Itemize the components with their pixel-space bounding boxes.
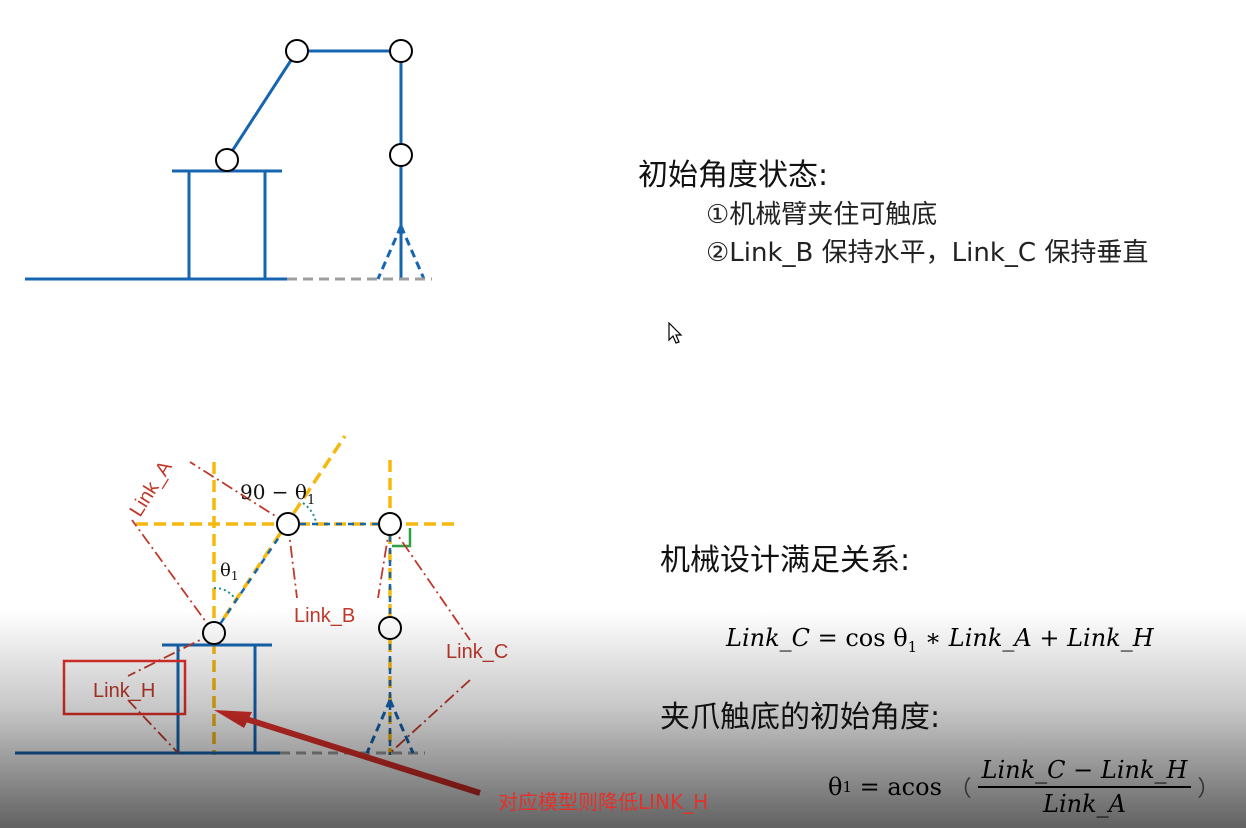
- formula-2-eq: = acos: [852, 773, 950, 801]
- dim-link-c-1: [389, 523, 471, 641]
- formula-1-cos: cos θ: [845, 624, 908, 652]
- formula-1-lhs: Link_C: [726, 624, 810, 652]
- formula-2-open: （: [949, 777, 972, 802]
- formula-2-fraction: Link_C − Link_H Link_A: [977, 756, 1192, 818]
- label-link-a: Link_A: [126, 457, 177, 521]
- label-angle-90: 90 − θ1: [240, 480, 315, 508]
- label-link-h: Link_H: [93, 680, 155, 702]
- gripper-left: [376, 225, 403, 280]
- mouse-cursor-icon: [668, 322, 683, 344]
- angle-arc-theta: [213, 587, 237, 601]
- joint2-elbow: [378, 512, 402, 536]
- link-a: [225, 50, 299, 160]
- formula-2-numerator: Link_C − Link_H: [977, 756, 1192, 788]
- dim-link-h-2: [127, 699, 179, 754]
- heading-design-relation: 机械设计满足关系:: [660, 543, 911, 578]
- dim-link-a-1: [131, 519, 215, 634]
- label-theta: θ1: [220, 560, 238, 583]
- arrow-shaft: [245, 716, 481, 796]
- joint-shoulder: [285, 39, 309, 63]
- joint-base: [215, 148, 239, 172]
- formula-1-sub: 1: [907, 637, 918, 656]
- dim-link-h-1: [127, 632, 215, 677]
- joint2-wrist: [378, 616, 402, 640]
- joint-wrist: [389, 143, 413, 167]
- gripper-right: [399, 225, 426, 280]
- formula-1-eq: =: [809, 624, 846, 652]
- formula-1-rest: ∗ Link_A + Link_H: [917, 624, 1154, 652]
- link-a-blue: [212, 523, 290, 634]
- joint2-shoulder: [276, 512, 300, 536]
- condition-2: ②Link_B 保持水平，Link_C 保持垂直: [706, 238, 1149, 268]
- joint2-base: [202, 621, 226, 645]
- heading-initial-angle: 夹爪触底的初始角度:: [660, 700, 941, 735]
- initial-pose-diagram: [25, 39, 432, 281]
- formula-2-theta: θ: [828, 773, 843, 801]
- right-angle-marker: [392, 528, 412, 548]
- formula-2-close: ）: [1197, 777, 1220, 802]
- formula-2-sub: 1: [842, 778, 852, 796]
- dim-link-a-2: [189, 461, 289, 525]
- formula-link-c: Link_C = cos θ1 ∗ Link_A + Link_H: [726, 624, 1154, 656]
- condition-1: ①机械臂夹住可触底: [706, 200, 938, 230]
- joint-elbow: [389, 39, 413, 63]
- note-lower-link-h: 对应模型则降低LINK_H: [498, 790, 709, 814]
- dim-link-c-2: [389, 679, 471, 754]
- heading-initial-state: 初始角度状态:: [638, 158, 829, 193]
- gripper2-right: [388, 699, 415, 754]
- formula-2-denominator: Link_A: [1043, 790, 1126, 818]
- label-link-b: Link_B: [294, 605, 355, 627]
- label-link-c: Link_C: [446, 641, 508, 663]
- gripper2-left: [365, 699, 392, 754]
- guide-diagonal: [212, 435, 347, 634]
